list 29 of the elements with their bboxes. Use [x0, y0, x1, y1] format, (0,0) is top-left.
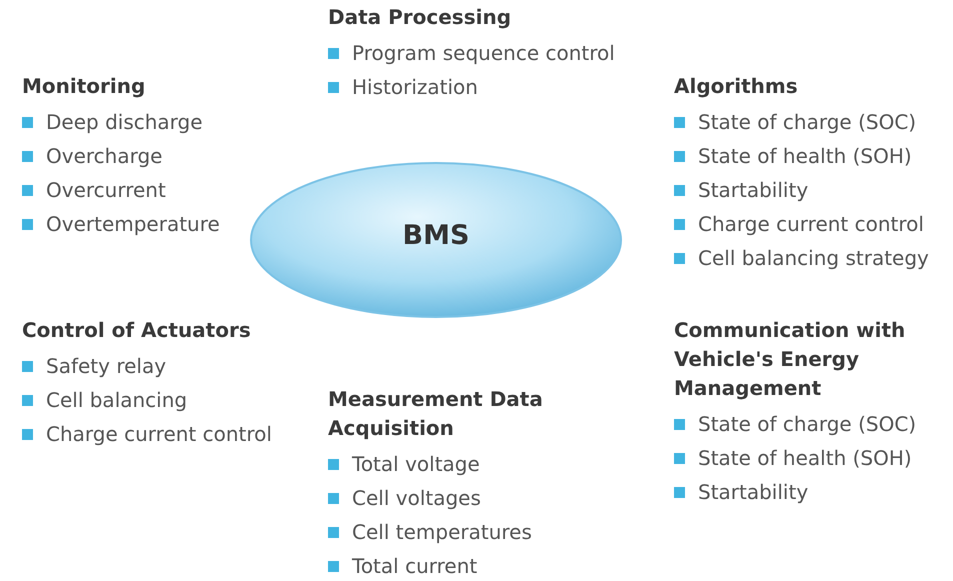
list-item: Cell voltages — [352, 486, 481, 510]
heading-text: Control of Actuators — [22, 317, 252, 344]
node-label: BMS — [402, 220, 470, 251]
list-item: Total current — [352, 554, 478, 578]
list-item: Overtemperature — [46, 212, 220, 236]
list-item: Program sequence control — [352, 41, 615, 65]
list-item: Safety relay — [46, 354, 166, 378]
list-item: Overcurrent — [46, 178, 166, 202]
list-item: Startability — [698, 178, 808, 202]
list-item: State of health (SOH) — [698, 144, 912, 168]
list-item: State of charge (SOC) — [698, 412, 916, 436]
list-item: Historization — [352, 75, 478, 99]
list-item: Cell balancing — [46, 388, 188, 412]
heading-text: Data Processing — [328, 4, 512, 31]
heading-text: Communication with Vehicle's Energy Management — [674, 317, 906, 402]
list-item: Total voltage — [352, 452, 480, 476]
list-item: Startability — [698, 480, 808, 504]
list-item: State of charge (SOC) — [698, 110, 916, 134]
list-item: Charge current control — [46, 422, 272, 446]
list-item: Charge current control — [698, 212, 924, 236]
oval-shape — [248, 160, 624, 320]
list-item: Cell temperatures — [352, 520, 532, 544]
heading-text: Monitoring — [22, 73, 146, 100]
heading-text: Algorithms — [674, 73, 799, 100]
list-item: Cell balancing strategy — [698, 246, 929, 270]
list-item: Overcharge — [46, 144, 162, 168]
list-item: State of health (SOH) — [698, 446, 912, 470]
heading-text: Measurement Data Acquisition — [328, 386, 544, 442]
list-item: Deep discharge — [46, 110, 203, 134]
